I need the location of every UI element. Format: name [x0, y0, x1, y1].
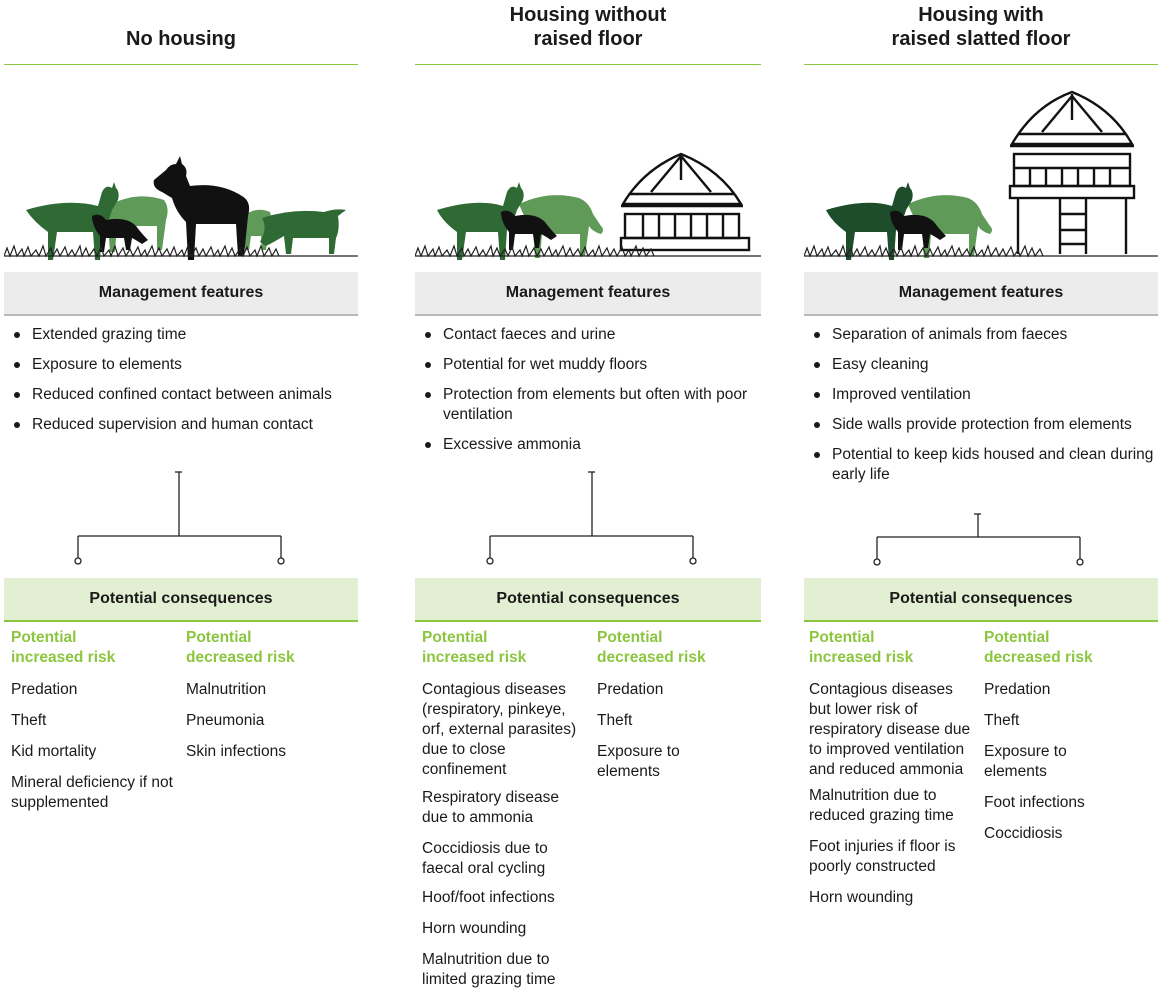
feature-item: Protection from elements but often with … — [423, 385, 757, 425]
column-title: Housing without raised floor — [509, 4, 667, 50]
bullet-icon — [425, 442, 431, 448]
risk-item: Mineral deficiency if not supplemented — [11, 774, 173, 811]
risk-item: Malnutrition due to limited grazing time — [422, 951, 556, 988]
feature-item: Reduced confined contact between animals — [12, 385, 354, 405]
branch-connector — [74, 471, 285, 565]
bullet-icon — [425, 392, 431, 398]
decreased-risk-title: Potential decreased risk — [984, 629, 1093, 666]
risk-item: Predation — [597, 681, 664, 698]
feature-item: Separation of animals from faeces — [812, 325, 1154, 345]
bullet-icon — [814, 332, 820, 338]
risk-item: Malnutrition — [186, 681, 267, 698]
branch-connector — [873, 513, 1084, 566]
feature-item: Side walls provide protection from eleme… — [812, 415, 1154, 435]
bullet-icon — [425, 332, 431, 338]
title-divider — [415, 64, 761, 65]
feature-item: Reduced supervision and human contact — [12, 415, 354, 435]
decreased-risk-column: Potential decreased risk Predation Theft… — [597, 628, 757, 793]
column-no-housing: No housing Management features Exten — [4, 0, 358, 997]
bullet-icon — [14, 392, 20, 398]
risk-item: Theft — [984, 712, 1020, 729]
bullet-icon — [814, 362, 820, 368]
title-divider — [4, 64, 358, 65]
management-features-header: Management features — [804, 272, 1158, 316]
risk-item: Respiratory disease due to ammonia — [422, 789, 559, 826]
risk-item: Coccidiosis — [984, 825, 1063, 842]
risk-item: Predation — [984, 681, 1051, 698]
increased-risk-column: Potential increased risk Predation Theft… — [11, 628, 183, 824]
column-title: No housing — [126, 28, 236, 50]
risk-item: Predation — [11, 681, 78, 698]
feature-item: Exposure to elements — [12, 355, 354, 375]
management-features-header: Management features — [415, 272, 761, 316]
decreased-risk-title: Potential decreased risk — [597, 629, 706, 666]
feature-item: Easy cleaning — [812, 355, 1154, 375]
risk-item: Horn wounding — [422, 920, 527, 937]
risk-item: Foot infections — [984, 794, 1085, 811]
feature-item: Potential to keep kids housed and clean … — [812, 445, 1154, 485]
bullet-icon — [814, 392, 820, 398]
feature-item: Improved ventilation — [812, 385, 1154, 405]
bullet-icon — [14, 332, 20, 338]
risk-item: Horn wounding — [809, 889, 914, 906]
ground-level-house-icon — [415, 152, 761, 260]
feature-item: Excessive ammonia — [423, 435, 757, 455]
bullet-icon — [814, 452, 820, 458]
bullet-icon — [425, 362, 431, 368]
goats-grazing-icon — [4, 156, 358, 260]
management-features-list: Contact faeces and urine Potential for w… — [423, 325, 757, 465]
increased-risk-column: Potential increased risk Contagious dise… — [809, 628, 977, 919]
feature-item: Extended grazing time — [12, 325, 354, 345]
branch-connector — [486, 471, 697, 565]
risk-item: Pneumonia — [186, 712, 265, 729]
risk-item: Skin infections — [186, 743, 286, 760]
risk-item: Exposure to elements — [984, 743, 1067, 780]
management-features-header: Management features — [4, 272, 358, 316]
risk-item: Contagious diseases (respiratory, pinkey… — [422, 681, 577, 778]
potential-consequences-header: Potential consequences — [4, 578, 358, 622]
increased-risk-column: Potential increased risk Contagious dise… — [422, 628, 587, 1001]
feature-item: Potential for wet muddy floors — [423, 355, 757, 375]
management-features-list: Separation of animals from faeces Easy c… — [812, 325, 1154, 495]
increased-risk-title: Potential increased risk — [809, 629, 914, 666]
potential-consequences-header: Potential consequences — [804, 578, 1158, 622]
risk-item: Exposure to elements — [597, 743, 680, 780]
title-divider — [804, 64, 1158, 65]
column-housing-with-raised-slatted-floor: Housing with raised slatted floor — [804, 0, 1158, 997]
risk-item: Theft — [11, 712, 47, 729]
risk-item: Kid mortality — [11, 743, 97, 760]
increased-risk-title: Potential increased risk — [422, 629, 527, 666]
management-features-list: Extended grazing time Exposure to elemen… — [12, 325, 354, 445]
potential-consequences-header: Potential consequences — [415, 578, 761, 622]
decreased-risk-column: Potential decreased risk Malnutrition Pn… — [186, 628, 356, 773]
bullet-icon — [814, 422, 820, 428]
bullet-icon — [14, 422, 20, 428]
risk-item: Coccidiosis due to faecal oral cycling — [422, 840, 548, 877]
decreased-risk-column: Potential decreased risk Predation Theft… — [984, 628, 1154, 855]
bullet-icon — [14, 362, 20, 368]
decreased-risk-title: Potential decreased risk — [186, 629, 295, 666]
risk-item: Contagious diseases but lower risk of re… — [809, 681, 971, 778]
feature-item: Contact faeces and urine — [423, 325, 757, 345]
risk-item: Malnutrition due to reduced grazing time — [809, 787, 954, 824]
column-housing-without-raised-floor: Housing without raised floor — [415, 0, 761, 997]
increased-risk-title: Potential increased risk — [11, 629, 116, 666]
risk-item: Hoof/foot infections — [422, 889, 555, 906]
column-title: Housing with raised slatted floor — [891, 4, 1071, 50]
raised-slatted-house-icon — [804, 90, 1158, 260]
risk-item: Foot injuries if floor is poorly constru… — [809, 838, 956, 875]
risk-item: Theft — [597, 712, 633, 729]
